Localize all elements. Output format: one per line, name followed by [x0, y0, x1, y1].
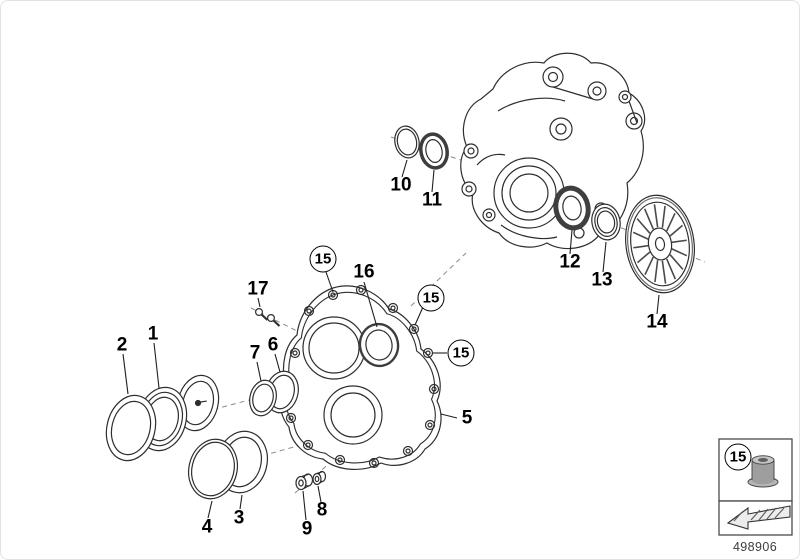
callout-13[interactable]: 13 — [591, 269, 613, 291]
callout-15-a[interactable]: 15 — [309, 245, 337, 273]
callout-15-c[interactable]: 15 — [447, 339, 475, 367]
bushing-icon — [747, 455, 779, 488]
callout-2[interactable]: 2 — [116, 334, 128, 356]
part-ring-2 — [105, 394, 157, 462]
callout-8[interactable]: 8 — [316, 499, 328, 521]
part-screws-17 — [255, 308, 281, 327]
callout-4[interactable]: 4 — [201, 516, 213, 538]
part-seal-16 — [358, 322, 400, 368]
part-cover-5 — [279, 284, 442, 470]
leader-lines — [122, 159, 660, 521]
callout-12[interactable]: 12 — [559, 251, 581, 273]
diagram-number: 498906 — [732, 540, 778, 554]
part-plug-9 — [295, 473, 314, 491]
callout-6[interactable]: 6 — [267, 334, 279, 356]
callout-15-b[interactable]: 15 — [417, 284, 445, 312]
callout-3[interactable]: 3 — [233, 507, 245, 529]
callout-9[interactable]: 9 — [301, 518, 313, 540]
callout-5[interactable]: 5 — [461, 407, 473, 429]
callout-14[interactable]: 14 — [646, 311, 668, 333]
callout-17[interactable]: 17 — [247, 278, 269, 300]
part-seal-12 — [553, 185, 591, 231]
part-housing — [460, 52, 646, 250]
callout-10[interactable]: 10 — [390, 174, 412, 196]
direction-arrow-icon — [726, 505, 791, 530]
part-seal-11 — [419, 132, 449, 170]
legend-item-15[interactable]: 15 — [724, 443, 752, 471]
part-ring-10 — [394, 125, 420, 159]
part-ring-7 — [249, 379, 277, 417]
callout-1[interactable]: 1 — [147, 323, 159, 345]
callout-11[interactable]: 11 — [421, 189, 443, 211]
part-pulley-14 — [625, 194, 695, 294]
cover-bolt-holes — [280, 284, 440, 469]
callout-16[interactable]: 16 — [353, 261, 375, 283]
callout-7[interactable]: 7 — [249, 342, 261, 364]
part-bushing-8 — [312, 470, 327, 486]
part-bearing-13 — [591, 203, 621, 241]
part-ring-4 — [188, 438, 238, 500]
